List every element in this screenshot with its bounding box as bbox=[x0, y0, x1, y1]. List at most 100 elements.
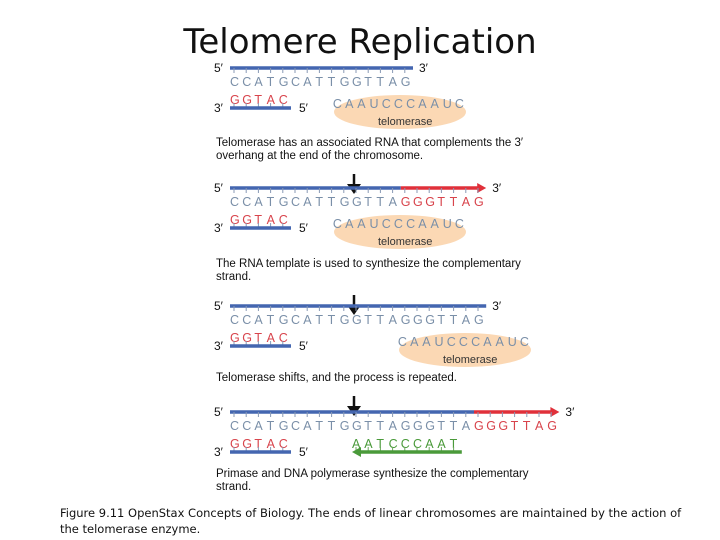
base-letter: G bbox=[498, 419, 508, 433]
base-letter: G bbox=[279, 419, 289, 433]
slide-title: Telomere Replication bbox=[183, 22, 537, 62]
base-letter: T bbox=[450, 313, 458, 327]
base-letter: U bbox=[443, 217, 452, 231]
base-letter: A bbox=[431, 217, 440, 231]
base-letter: A bbox=[418, 97, 427, 111]
base-letter: T bbox=[315, 313, 323, 327]
base-letter: C bbox=[394, 217, 403, 231]
base-letter: C bbox=[520, 335, 529, 349]
base-letter: A bbox=[267, 437, 276, 451]
base-letter: C bbox=[291, 313, 300, 327]
base-letter: A bbox=[254, 419, 263, 433]
base-letter: A bbox=[462, 419, 471, 433]
base-letter: G bbox=[230, 331, 240, 345]
base-letter: G bbox=[401, 75, 411, 89]
base-letter: T bbox=[267, 419, 275, 433]
base-letter: C bbox=[279, 437, 288, 451]
base-letter: C bbox=[291, 419, 300, 433]
base-letter: A bbox=[462, 313, 471, 327]
base-letter: T bbox=[364, 419, 372, 433]
base-letter: C bbox=[230, 195, 239, 209]
base-letter: T bbox=[364, 195, 372, 209]
base-letter: G bbox=[242, 213, 252, 227]
base-letter: T bbox=[328, 313, 336, 327]
base-letter: A bbox=[431, 97, 440, 111]
base-letter: A bbox=[345, 97, 354, 111]
base-letter: G bbox=[413, 195, 423, 209]
base-letter: C bbox=[279, 331, 288, 345]
base-letter: A bbox=[535, 419, 544, 433]
base-letter: A bbox=[389, 75, 398, 89]
base-letter: G bbox=[474, 419, 484, 433]
base-letter: A bbox=[267, 93, 276, 107]
base-letter: T bbox=[364, 313, 372, 327]
base-letter: T bbox=[376, 75, 384, 89]
base-letter: T bbox=[328, 195, 336, 209]
five-prime-label: 5′ bbox=[214, 181, 224, 195]
base-letter: T bbox=[376, 419, 384, 433]
step-description: overhang at the end of the chromosome. bbox=[216, 150, 423, 162]
base-letter: G bbox=[279, 195, 289, 209]
step-description: Primase and DNA polymerase synthesize th… bbox=[216, 468, 529, 480]
base-letter: C bbox=[242, 195, 251, 209]
three-prime-label: 3′ bbox=[492, 181, 502, 195]
base-letter: A bbox=[345, 217, 354, 231]
base-letter: C bbox=[413, 437, 422, 451]
base-letter: A bbox=[267, 213, 276, 227]
base-letter: G bbox=[547, 419, 557, 433]
base-letter: G bbox=[413, 313, 423, 327]
base-letter: G bbox=[401, 195, 411, 209]
base-letter: G bbox=[352, 75, 362, 89]
step-description: strand. bbox=[216, 271, 251, 283]
base-letter: C bbox=[389, 437, 398, 451]
base-letter: C bbox=[406, 97, 415, 111]
base-letter: C bbox=[230, 75, 239, 89]
base-letter: T bbox=[315, 75, 323, 89]
base-letter: A bbox=[437, 437, 446, 451]
base-letter: T bbox=[267, 75, 275, 89]
base-letter: C bbox=[459, 335, 468, 349]
base-letter: A bbox=[267, 331, 276, 345]
base-letter: C bbox=[401, 437, 410, 451]
base-letter: A bbox=[425, 437, 434, 451]
base-letter: C bbox=[382, 217, 391, 231]
base-letter: C bbox=[279, 213, 288, 227]
base-letter: T bbox=[267, 195, 275, 209]
step-description: Telomerase has an associated RNA that co… bbox=[216, 137, 523, 149]
base-letter: T bbox=[315, 195, 323, 209]
base-letter: G bbox=[352, 419, 362, 433]
base-letter: G bbox=[352, 195, 362, 209]
base-letter: T bbox=[254, 93, 262, 107]
base-letter: C bbox=[230, 419, 239, 433]
base-letter: T bbox=[376, 195, 384, 209]
base-letter: G bbox=[474, 195, 484, 209]
step-description: Telomerase shifts, and the process is re… bbox=[216, 372, 457, 384]
base-letter: A bbox=[303, 419, 312, 433]
base-letter: C bbox=[398, 335, 407, 349]
base-letter: A bbox=[389, 195, 398, 209]
step-description: The RNA template is used to synthesize t… bbox=[216, 258, 521, 270]
base-letter: U bbox=[370, 97, 379, 111]
base-letter: C bbox=[394, 97, 403, 111]
base-letter: C bbox=[291, 75, 300, 89]
base-letter: T bbox=[376, 437, 384, 451]
three-prime-label: 3′ bbox=[492, 299, 502, 313]
base-letter: A bbox=[418, 217, 427, 231]
three-prime-label: 3′ bbox=[214, 445, 224, 459]
base-letter: G bbox=[340, 75, 350, 89]
base-letter: C bbox=[447, 335, 456, 349]
base-letter: C bbox=[406, 217, 415, 231]
base-letter: A bbox=[303, 75, 312, 89]
base-letter: A bbox=[422, 335, 431, 349]
base-letter: A bbox=[496, 335, 505, 349]
base-letter: C bbox=[471, 335, 480, 349]
base-letter: T bbox=[437, 313, 445, 327]
base-letter: A bbox=[303, 195, 312, 209]
three-prime-label: 3′ bbox=[214, 339, 224, 353]
base-letter: G bbox=[340, 419, 350, 433]
base-letter: A bbox=[389, 419, 398, 433]
base-letter: C bbox=[333, 217, 342, 231]
base-letter: G bbox=[425, 419, 435, 433]
base-letter: G bbox=[230, 93, 240, 107]
